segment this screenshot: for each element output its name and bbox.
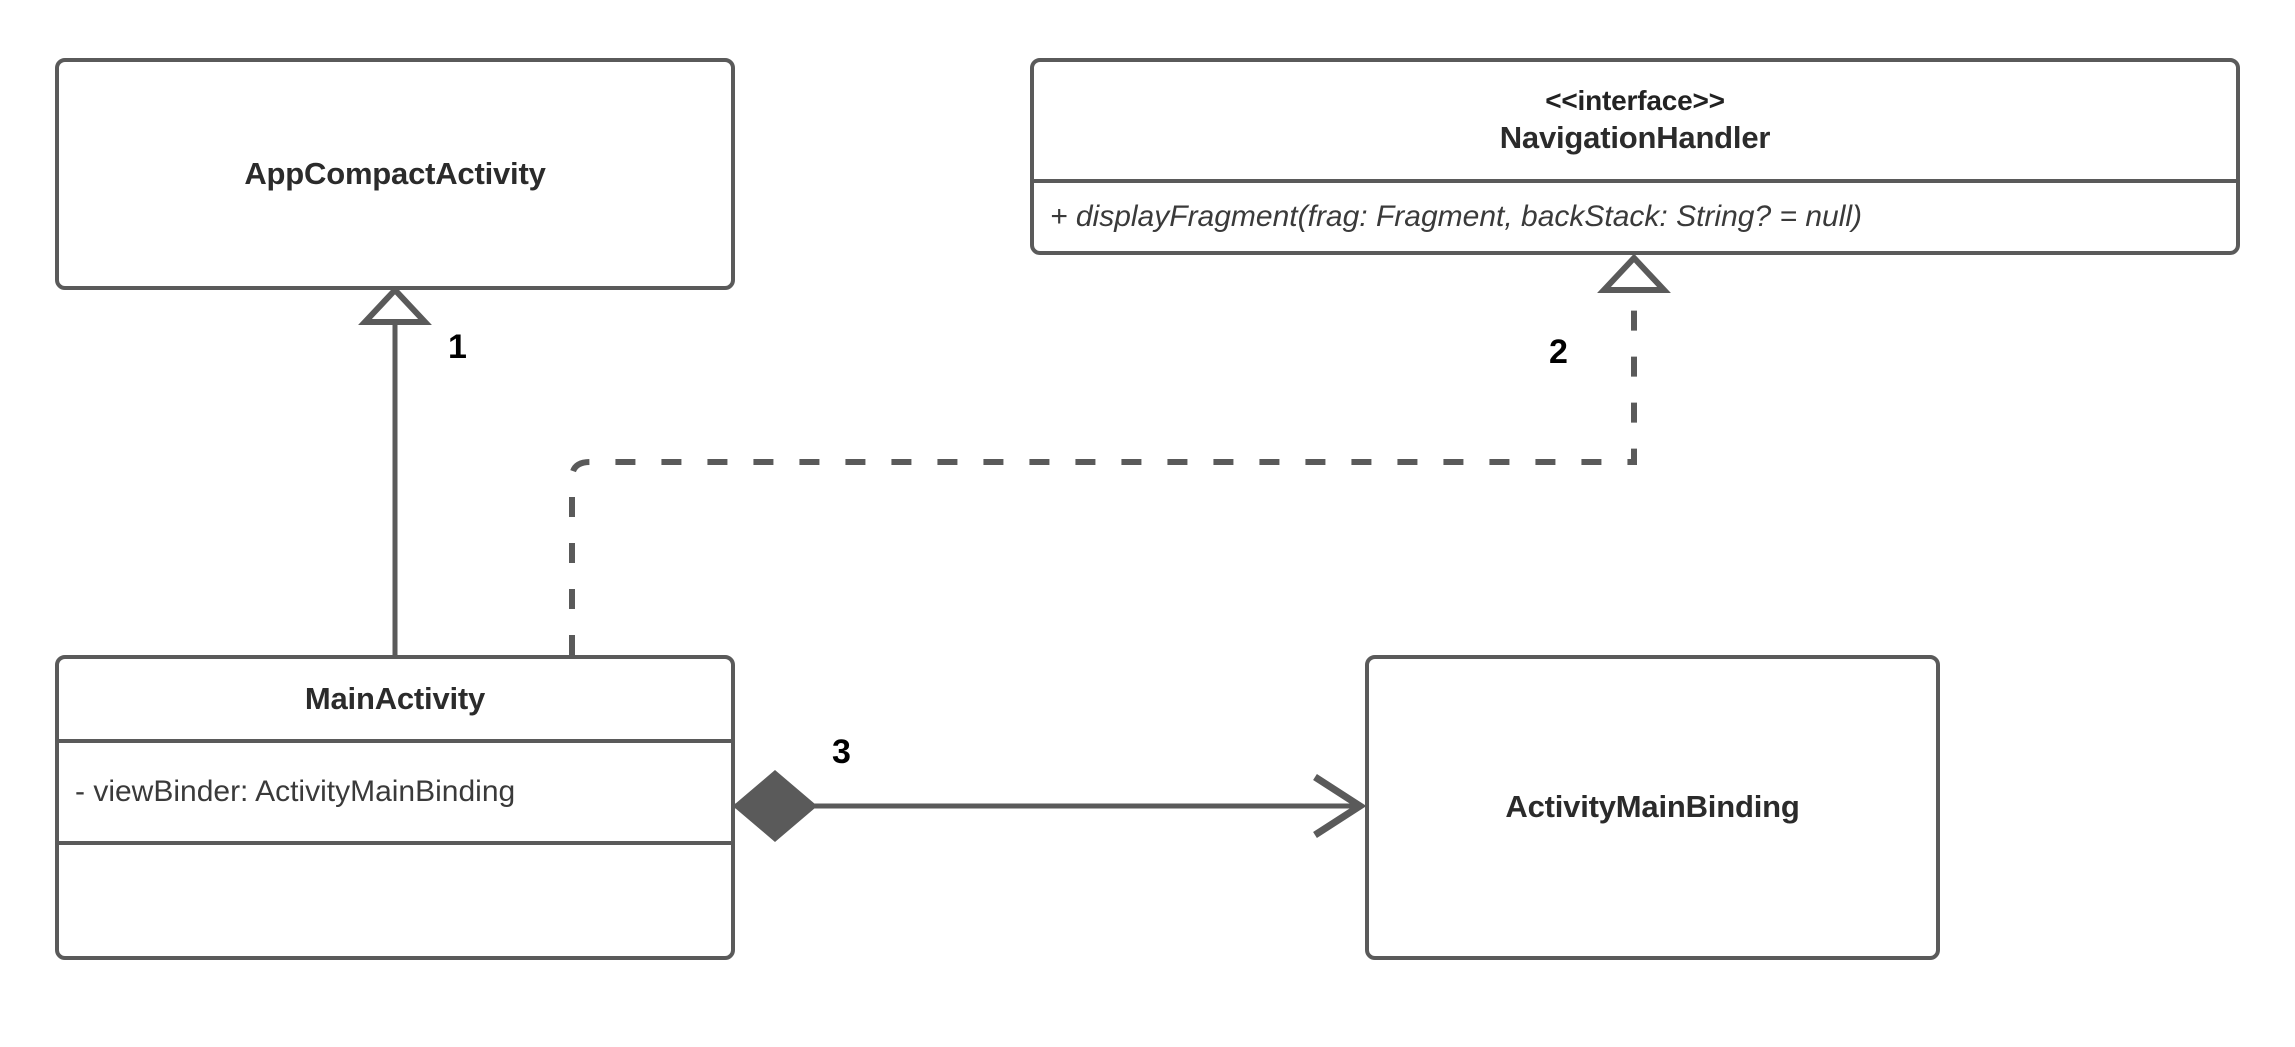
- composition-connector-3: [732, 770, 1367, 842]
- class-title-main-activity: MainActivity: [304, 680, 486, 716]
- method-display-fragment: + displayFragment(frag: Fragment, backSt…: [1050, 200, 1863, 234]
- relation-label-2: 2: [1549, 333, 1568, 371]
- class-box-main-activity[interactable]: MainActivity - viewBinder: ActivityMainB…: [55, 655, 735, 960]
- class-title-app-compact-activity: AppCompactActivity: [244, 155, 546, 191]
- methods-compartment-empty: [59, 841, 731, 956]
- interface-name-compartment: <<interface>> NavigationHandler: [1034, 62, 2236, 179]
- relation-label-3: 3: [832, 733, 851, 771]
- class-box-activity-main-binding[interactable]: ActivityMainBinding: [1365, 655, 1940, 960]
- relation-label-1: 1: [448, 328, 467, 366]
- attributes-compartment: - viewBinder: ActivityMainBinding: [59, 739, 731, 841]
- class-title-navigation-handler: NavigationHandler: [1499, 119, 1771, 155]
- hollow-triangle-arrowhead: [1597, 253, 1671, 293]
- open-arrowhead: [1313, 774, 1367, 838]
- realization-connector-2: [569, 253, 1671, 655]
- class-box-app-compact-activity[interactable]: AppCompactActivity: [55, 58, 735, 290]
- filled-diamond-marker: [732, 770, 818, 842]
- stereotype-interface-label: <<interface>>: [1545, 84, 1725, 116]
- methods-compartment: + displayFragment(frag: Fragment, backSt…: [1034, 179, 2236, 251]
- hollow-triangle-arrowhead: [358, 285, 432, 325]
- generalization-connector-1: [358, 285, 432, 655]
- class-name-compartment: ActivityMainBinding: [1369, 659, 1936, 956]
- realization-dashed-line: [569, 290, 1637, 655]
- class-box-navigation-handler[interactable]: <<interface>> NavigationHandler + displa…: [1030, 58, 2240, 255]
- class-title-activity-main-binding: ActivityMainBinding: [1505, 789, 1800, 825]
- class-name-compartment: MainActivity: [59, 659, 731, 739]
- attribute-view-binder: - viewBinder: ActivityMainBinding: [75, 775, 516, 809]
- class-name-compartment: AppCompactActivity: [59, 62, 731, 286]
